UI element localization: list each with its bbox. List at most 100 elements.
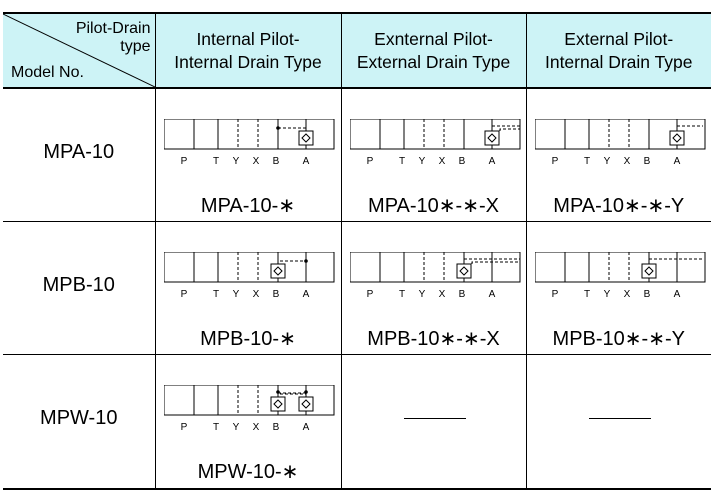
- pilot-line: [277, 393, 306, 397]
- check-valve-symbol: [671, 133, 682, 143]
- not-available-dash: [403, 418, 466, 419]
- port-label: P: [551, 156, 558, 167]
- port-label: T: [583, 289, 589, 300]
- pilot-junction: [303, 259, 308, 263]
- port-label: P: [180, 422, 187, 433]
- port-label: A: [488, 289, 495, 300]
- port-label: T: [398, 289, 404, 300]
- port-label: P: [366, 289, 373, 300]
- port-label: Y: [603, 156, 610, 167]
- pilot-line: [491, 125, 520, 131]
- pilot-junction: [275, 126, 280, 130]
- corner-label-pilot-drain: Pilot-Drain: [75, 20, 151, 37]
- check-valve-box: [484, 130, 499, 146]
- valve-body-outline: [163, 384, 334, 416]
- model-code: MPA-10-∗: [200, 195, 296, 217]
- pilot-line: [499, 128, 520, 131]
- check-valve-box: [298, 396, 313, 412]
- port-label: P: [180, 156, 187, 167]
- check-valve-box: [641, 263, 656, 279]
- port-label: B: [272, 289, 279, 300]
- corner-label-type: type: [120, 38, 151, 55]
- port-label: Y: [232, 422, 239, 433]
- pilot-line: [277, 127, 306, 131]
- table-header-row: Pilot-Drain type Model No. Internal Pilo…: [3, 12, 711, 89]
- empty-cell: [525, 354, 711, 490]
- port-label: B: [272, 422, 279, 433]
- valve-body-outline: [163, 251, 334, 283]
- port-label: B: [272, 156, 279, 167]
- pilot-line: [648, 258, 703, 264]
- port-label: T: [212, 289, 218, 300]
- check-valve-box: [456, 263, 471, 279]
- port-label: Y: [603, 289, 610, 300]
- pilot-line: [463, 258, 520, 264]
- model-cell: MPW-10: [3, 354, 156, 490]
- port-label: X: [623, 156, 630, 167]
- empty-cell: [340, 354, 527, 490]
- valve-body-outline: [349, 118, 520, 150]
- diagram-cell: P T Y X B A MPA-10∗-∗-X: [340, 88, 527, 222]
- valve-body-outline: [349, 251, 520, 283]
- not-available-dash: [588, 418, 651, 419]
- model-code: MPA-10∗-∗-X: [368, 195, 499, 217]
- model-code: MPB-10∗-∗-X: [367, 328, 500, 350]
- check-valve-symbol: [272, 399, 283, 409]
- pilot-line: [676, 125, 703, 131]
- pilot-drain-type-table: Pilot-Drain type Model No. Internal Pilo…: [3, 12, 711, 490]
- port-label: T: [398, 156, 404, 167]
- pilot-line: [471, 261, 520, 264]
- port-label: X: [252, 422, 259, 433]
- port-label: A: [673, 156, 680, 167]
- valve-body-outline: [163, 118, 334, 150]
- port-label: Y: [232, 289, 239, 300]
- port-label: X: [252, 156, 259, 167]
- port-label: T: [583, 156, 589, 167]
- check-valve-symbol: [643, 266, 654, 276]
- model-cell: MPB-10: [3, 221, 156, 355]
- corner-diagonal-line: [3, 14, 155, 87]
- port-label: B: [643, 156, 650, 167]
- valve-body-outline: [534, 118, 705, 150]
- check-valve-box: [270, 396, 285, 412]
- check-valve-symbol: [300, 399, 311, 409]
- port-label: P: [180, 289, 187, 300]
- port-label: X: [252, 289, 259, 300]
- header-external-internal: External Pilot-Internal Drain Type: [525, 12, 711, 89]
- diagram-cell: P T Y X B A MPB-10∗-∗-X: [340, 221, 527, 355]
- port-label: A: [302, 289, 309, 300]
- port-label: T: [212, 156, 218, 167]
- port-label: A: [488, 156, 495, 167]
- pilot-junction: [303, 390, 308, 394]
- port-label: B: [643, 289, 650, 300]
- diagram-cell: P T Y X B A MPA-10-∗: [154, 88, 342, 222]
- port-label: Y: [232, 156, 239, 167]
- model-code: MPB-10-∗: [200, 328, 296, 350]
- port-label: B: [458, 289, 465, 300]
- port-label: X: [438, 289, 445, 300]
- port-label: Y: [418, 289, 425, 300]
- port-label: P: [366, 156, 373, 167]
- model-name: MPB-10: [42, 274, 115, 296]
- model-name: MPW-10: [40, 407, 118, 429]
- check-valve-box: [298, 130, 313, 146]
- port-label: A: [302, 156, 309, 167]
- diagram-cell: P T Y X B A MPA-10∗-∗-Y: [525, 88, 711, 222]
- header-internal-internal: Internal Pilot-Internal Drain Type: [154, 12, 342, 89]
- model-code: MPA-10∗-∗-Y: [553, 195, 685, 217]
- port-label: X: [438, 156, 445, 167]
- pilot-junction: [275, 390, 280, 394]
- port-label: Y: [418, 156, 425, 167]
- port-label: B: [458, 156, 465, 167]
